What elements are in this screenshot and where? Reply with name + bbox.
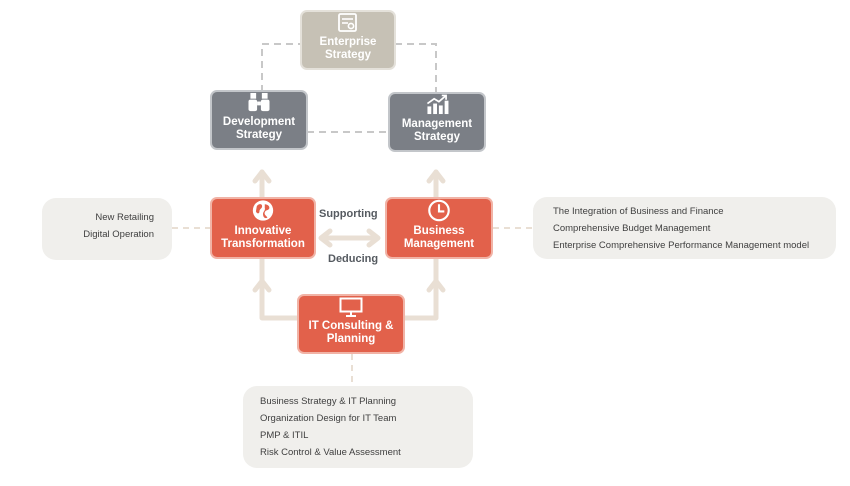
development-strategy-line1: Development: [222, 116, 296, 128]
it-consulting-line2: Planning: [326, 333, 376, 345]
innovative-transformation-node: Innovative Transformation: [210, 197, 316, 259]
enterprise-strategy-node: Enterprise Strategy: [300, 10, 396, 70]
monitor-icon: [339, 297, 363, 317]
left-note: New Retailing Digital Operation: [42, 198, 172, 260]
right-note-item: Comprehensive Budget Management: [553, 223, 711, 234]
globe-icon: [252, 200, 274, 221]
development-strategy-line2: Strategy: [235, 129, 283, 141]
enterprise-strategy-line1: Enterprise: [319, 36, 377, 48]
supporting-label: Supporting: [319, 208, 378, 220]
bottom-note-item: PMP & ITIL: [260, 430, 309, 441]
business-management-line1: Business: [413, 225, 465, 237]
right-note-item: Enterprise Comprehensive Performance Man…: [553, 240, 810, 251]
bottom-note-item: Risk Control & Value Assessment: [260, 447, 401, 458]
innovative-transformation-line2: Transformation: [221, 238, 305, 250]
growth-chart-icon: [426, 94, 449, 115]
clock-icon: [428, 199, 450, 222]
development-strategy-node: Development Strategy: [210, 90, 308, 150]
bottom-note-item: Business Strategy & IT Planning: [260, 396, 397, 407]
bottom-note-item: Organization Design for IT Team: [260, 413, 397, 424]
binoculars-icon: [248, 92, 270, 112]
innovative-transformation-line1: Innovative: [234, 225, 292, 237]
enterprise-strategy-line2: Strategy: [324, 49, 372, 61]
right-note-item: The Integration of Business and Finance: [553, 206, 724, 217]
bottom-note: Business Strategy & IT Planning Organiza…: [243, 386, 473, 468]
right-note: The Integration of Business and Finance …: [533, 197, 836, 259]
deducing-label: Deducing: [328, 253, 379, 265]
left-note-item: New Retailing: [95, 212, 154, 223]
document-settings-icon: [338, 13, 357, 32]
it-consulting-node: IT Consulting & Planning: [297, 294, 405, 354]
left-note-item: Digital Operation: [83, 229, 154, 240]
business-management-node: Business Management: [385, 197, 493, 259]
management-strategy-line2: Strategy: [413, 131, 461, 143]
it-consulting-line1: IT Consulting &: [308, 320, 394, 332]
business-management-line2: Management: [403, 238, 475, 250]
management-strategy-node: Management Strategy: [388, 92, 486, 152]
management-strategy-line1: Management: [401, 118, 473, 130]
